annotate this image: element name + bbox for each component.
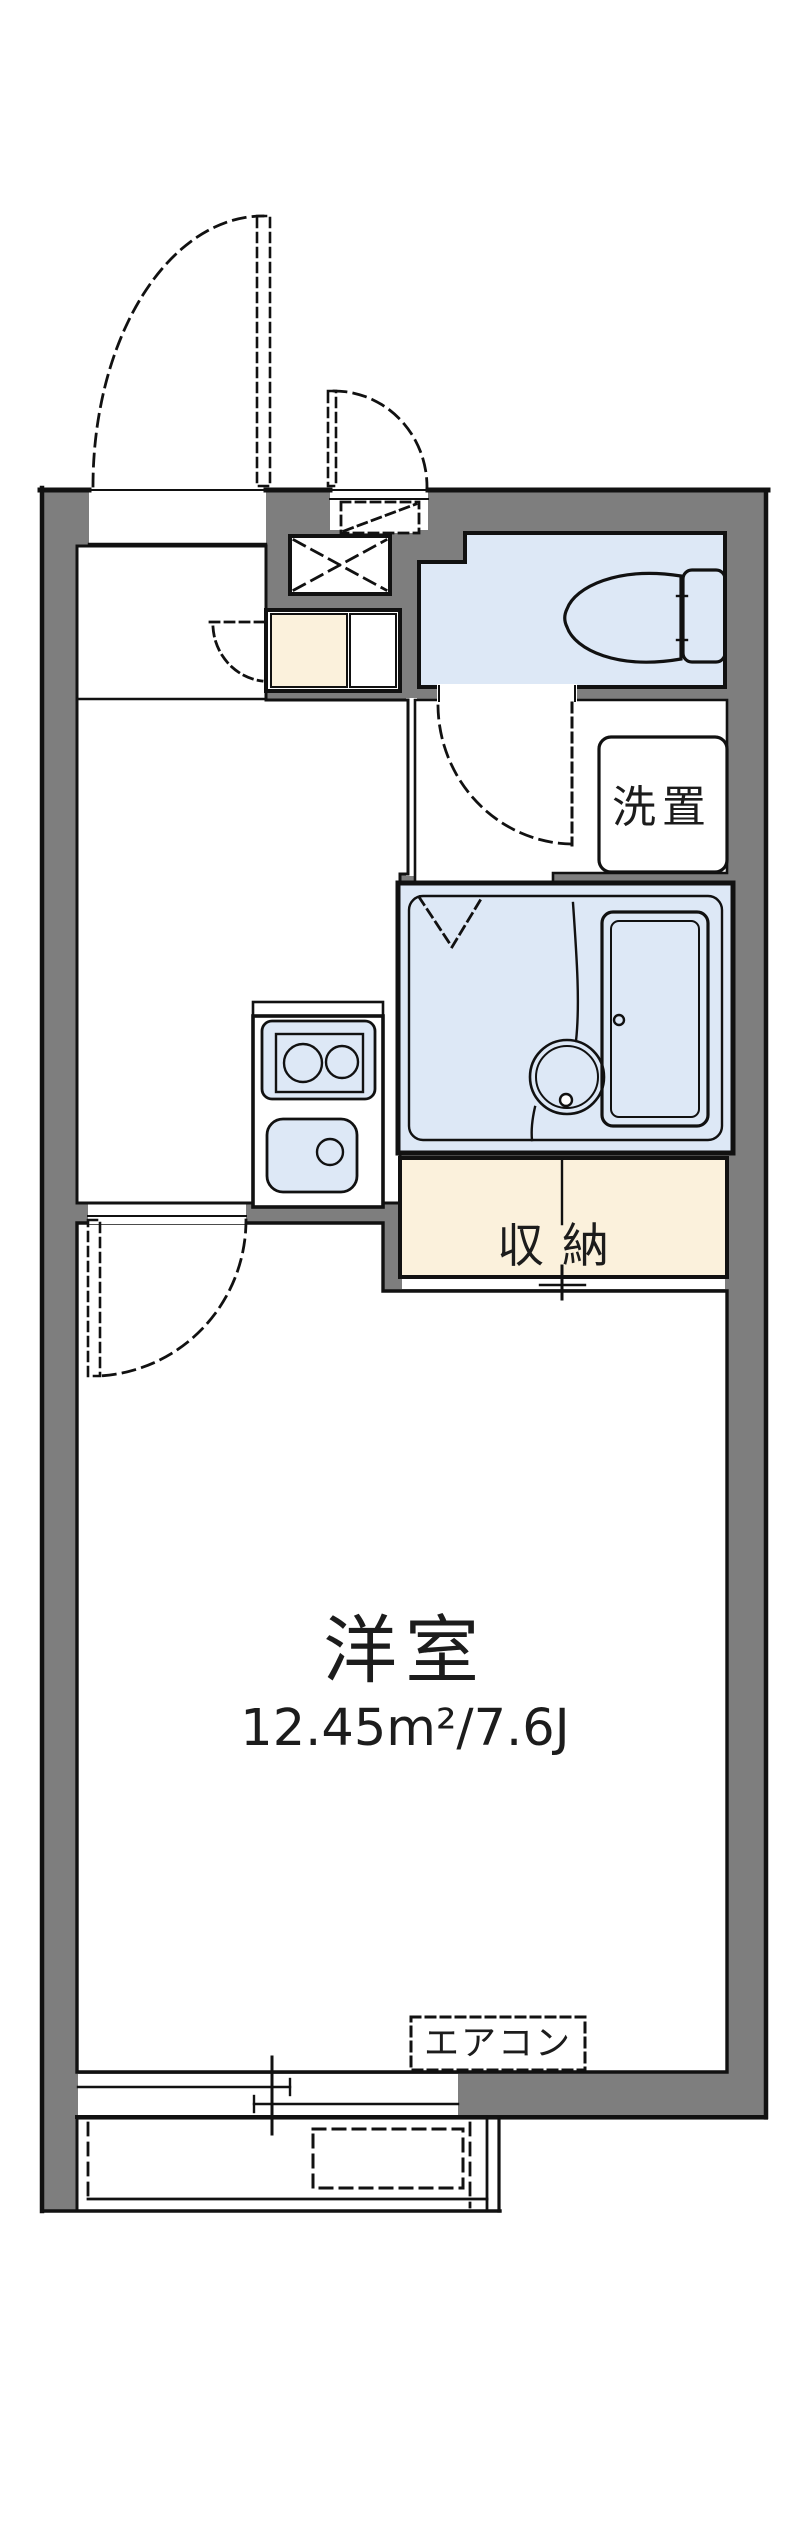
bath-basin	[528, 1038, 606, 1116]
bath-basin-inner	[535, 1045, 599, 1109]
entrance-door-leaf	[255, 214, 272, 488]
entrance-opening	[89, 488, 266, 545]
bathtub-knob	[612, 1013, 626, 1027]
sliding-window	[76, 2055, 460, 2136]
entrance-door-arc	[91, 214, 265, 488]
burner-frame	[274, 1032, 365, 1094]
main-room-size-label: 12.45m²/7.6J	[240, 1699, 569, 1758]
kitchen-sink	[265, 1117, 359, 1194]
overhead-cabinet	[339, 500, 421, 535]
toilet-room	[417, 531, 727, 689]
burner-right	[324, 1044, 360, 1080]
pipe-space-box	[288, 534, 392, 596]
air-conditioner: エアコン	[409, 2015, 587, 2072]
laundry-label: 洗置	[612, 782, 712, 833]
outdoor-unit-space	[311, 2127, 465, 2190]
laundry-space: 洗置	[597, 735, 729, 874]
aircon-label: エアコン	[424, 2024, 572, 2064]
storage-floor	[398, 1156, 729, 1279]
stove-top	[260, 1019, 377, 1101]
storage-closet: 収納	[398, 1156, 729, 1279]
bathroom	[395, 880, 736, 1156]
aircon-box	[409, 2015, 587, 2072]
utility-compartment	[349, 613, 397, 688]
balcony	[40, 2118, 502, 2213]
bath-counter-edge	[571, 901, 580, 1043]
bathroom-floor	[395, 880, 736, 1156]
overhead-cabinet-diagonal	[342, 502, 418, 533]
main-room-label: 洋室	[323, 1608, 487, 1694]
storage-label: 収納	[497, 1219, 627, 1274]
bathtub	[600, 910, 710, 1128]
toilet-room-floor	[417, 531, 727, 689]
bathroom-inner-edge	[407, 894, 724, 1142]
kitchen-unit	[251, 1000, 385, 1209]
doors	[86, 214, 574, 1378]
wall-outlines	[37, 485, 771, 2214]
utility-door-leaf	[326, 389, 338, 488]
pipe-space-cross-2	[292, 538, 388, 592]
toilet-door-arc	[436, 704, 573, 846]
shoe-cabinet	[264, 608, 402, 693]
toilet-tank	[681, 568, 727, 664]
shoe-cabinet-shelf	[270, 613, 348, 688]
laundry-box	[597, 735, 729, 874]
genkan-cabinet-door-arc	[211, 625, 264, 683]
bathtub-inner	[610, 920, 700, 1118]
window-opening	[78, 2074, 458, 2116]
burner-left	[282, 1042, 324, 1084]
sink-drain	[315, 1137, 345, 1167]
bath-bifold-door	[417, 895, 483, 950]
kitchen-counter-edge	[251, 1000, 385, 1018]
utility-door-arc	[332, 389, 429, 489]
main-room-door-leaf	[86, 1218, 102, 1378]
bath-counter-edge-lower	[530, 1105, 537, 1142]
main-room-floor	[75, 1221, 729, 2074]
toilet-doorway	[437, 684, 577, 702]
toilet-bowl	[563, 571, 683, 664]
left-wall-lower-fill	[40, 2120, 77, 2212]
partition-gap-floor	[406, 698, 417, 876]
main-room-door-arc	[96, 1218, 248, 1378]
bath-basin-drain	[558, 1092, 574, 1108]
